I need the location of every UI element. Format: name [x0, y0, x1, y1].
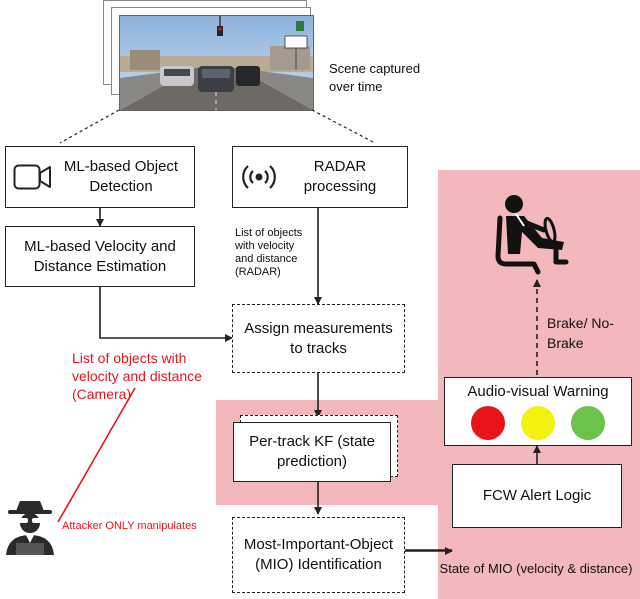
radar-objects-label: List of objects with velocity and distan… [235, 227, 303, 278]
per-track-kf-box: Per-track KF (state prediction) [233, 422, 391, 482]
camera-icon [13, 164, 51, 195]
scene-caption: Scene captured over time [329, 61, 421, 94]
assign-measurements-box: Assign measurements to tracks [232, 304, 405, 373]
assign-measurements-label: Assign measurements to tracks [244, 319, 393, 357]
attacker-line [57, 387, 136, 523]
radar-processing-label: RADAR processing [303, 158, 377, 195]
red-light-icon [471, 406, 505, 440]
mio-identification-box: Most-Important-Object (MIO) Identificati… [232, 517, 405, 593]
fcw-alert-logic-label: FCW Alert Logic [482, 487, 592, 504]
arrow-camera-to-assign [99, 287, 233, 342]
camera-objects-label: List of objects with velocity and distan… [72, 350, 202, 402]
radar-icon [241, 163, 277, 196]
mio-identification-label: Most-Important-Object (MIO) Identificati… [243, 536, 394, 573]
green-light-icon [571, 406, 605, 440]
radar-processing-box: RADAR processing [232, 146, 408, 208]
ml-object-detection-label: ML-based Object Detection [63, 158, 179, 195]
fcw-alert-logic-box: FCW Alert Logic [452, 464, 622, 528]
scene-dashed-right [311, 109, 376, 144]
yellow-light-icon [521, 406, 555, 440]
per-track-kf-label: Per-track KF (state prediction) [249, 433, 375, 470]
ml-velocity-estimation-label: ML-based Velocity and Distance Estimatio… [24, 237, 176, 275]
audio-visual-warning-label: Audio-visual Warning [467, 383, 609, 400]
mio-state-label: State of MIO (velocity & distance) [439, 561, 633, 576]
brake-label: Brake/ No-Brake [547, 315, 614, 351]
scene-dashed-left [59, 109, 120, 144]
attacker-icon [2, 497, 58, 562]
attacker-label: Attacker ONLY manipulates [62, 520, 197, 532]
driver-icon [494, 192, 574, 283]
ml-velocity-estimation-box: ML-based Velocity and Distance Estimatio… [5, 226, 195, 287]
ml-object-detection-box: ML-based Object Detection [5, 146, 195, 208]
road-scene-image [119, 15, 314, 111]
